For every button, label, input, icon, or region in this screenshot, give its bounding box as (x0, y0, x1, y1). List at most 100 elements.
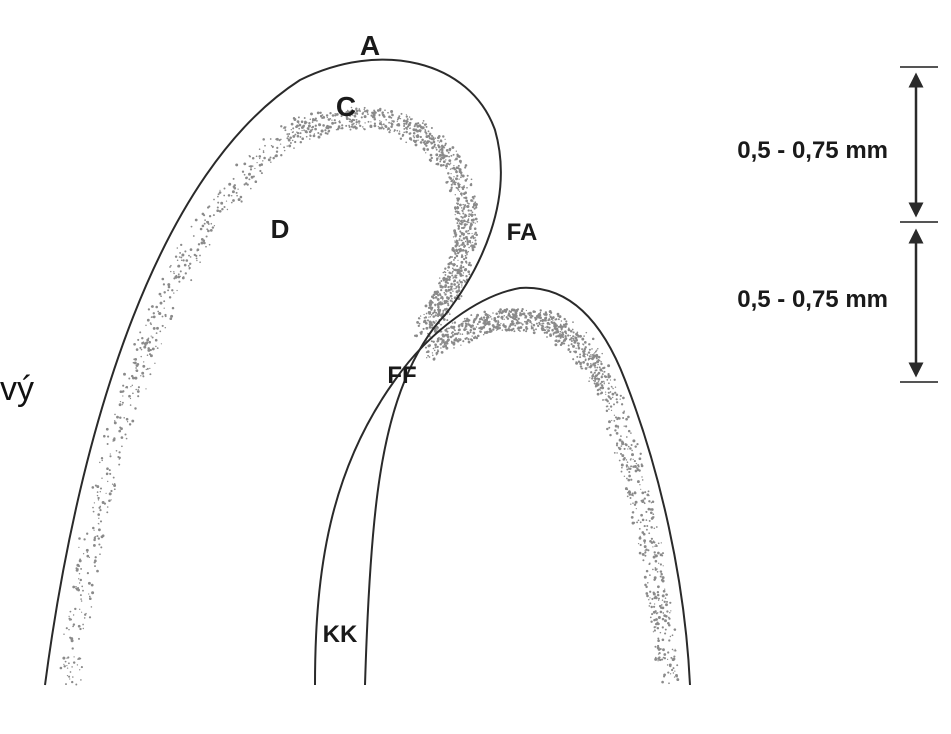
stipple-dot (668, 623, 671, 627)
stipple-dot (390, 110, 394, 113)
stipple-dot (72, 614, 75, 616)
stipple-dot (441, 297, 444, 300)
stipple-dot (630, 478, 633, 481)
stipple-dot (254, 167, 256, 170)
stipple-dot (81, 585, 84, 588)
stipple-dot (82, 627, 85, 630)
stipple-dot (622, 416, 625, 420)
stipple-dot (513, 317, 517, 321)
stipple-dot (596, 366, 599, 369)
stipple-dot (572, 331, 575, 334)
stipple-dot (79, 594, 82, 597)
stipple-dot (478, 327, 481, 330)
stipple-dot (463, 215, 467, 218)
stipple-dot (495, 320, 497, 323)
stipple-dot (462, 203, 464, 206)
stipple-dot (539, 309, 542, 312)
stipple-dot (627, 429, 631, 433)
stipple-dot (396, 120, 398, 122)
stipple-dot (75, 567, 78, 570)
stipple-dot (583, 335, 585, 337)
stipple-dot (466, 330, 468, 333)
stipple-dot (640, 488, 642, 490)
stipple-dot (449, 168, 452, 170)
stipple-dot (458, 239, 460, 242)
stipple-dot (484, 313, 488, 316)
stipple-dot (482, 333, 485, 336)
stipple-dot (411, 118, 414, 120)
stipple-dot (364, 122, 366, 124)
stipple-dot (430, 156, 433, 160)
stipple-dot (432, 296, 435, 300)
stipple-dot (456, 218, 459, 220)
stipple-dot (456, 251, 460, 255)
stipple-dot (651, 613, 654, 616)
stipple-dot (626, 468, 629, 471)
stipple-dot (637, 542, 640, 545)
stipple-dot (609, 391, 612, 393)
stipple-dot (453, 165, 455, 167)
right-fold-outer-contour (314, 286, 691, 686)
stipple-dot (189, 248, 193, 251)
stipple-dot (625, 459, 628, 461)
stipple-dot (92, 510, 95, 513)
stipple-dot (417, 139, 419, 141)
stipple-dot (403, 119, 406, 122)
stipple-dot (611, 386, 613, 388)
stipple-dot (171, 289, 174, 292)
stipple-dot (451, 256, 454, 258)
stipple-dot (573, 339, 576, 342)
stipple-dot (648, 605, 651, 607)
stipple-dot (581, 367, 584, 370)
stipple-dot (263, 156, 266, 160)
stipple-dot (423, 317, 426, 319)
stipple-dot (452, 178, 454, 180)
stipple-dot (116, 415, 119, 419)
stipple-dot (581, 348, 584, 351)
stipple-dot (618, 459, 621, 462)
stipple-dot (603, 383, 605, 385)
stipple-dot (444, 285, 447, 289)
stipple-dot (363, 110, 367, 113)
stipple-dot (349, 128, 352, 131)
stipple-dot (464, 337, 467, 340)
stipple-dot (296, 132, 300, 135)
stipple-dot (623, 410, 625, 412)
stipple-dot (587, 354, 589, 357)
stipple-dot (456, 154, 460, 158)
stipple-dot (660, 572, 663, 576)
stipple-dot (370, 121, 372, 123)
stipple-dot (503, 315, 505, 317)
stipple-dot (654, 657, 658, 661)
stipple-dot (241, 170, 245, 173)
stipple-dot (455, 166, 459, 169)
stipple-dot (160, 343, 163, 345)
stipple-dot (432, 140, 436, 144)
stipple-dot (155, 332, 158, 334)
stipple-dot (659, 553, 663, 557)
stipple-dot (549, 334, 553, 337)
stipple-dot (464, 280, 467, 283)
stipple-dot (438, 141, 441, 143)
stipple-dot (475, 326, 478, 328)
stipple-dot (436, 297, 440, 301)
stipple-dot (474, 222, 476, 224)
stipple-dot (280, 154, 283, 157)
stipple-dot (329, 125, 332, 129)
stipple-dot (541, 327, 544, 329)
stipple-dot (520, 322, 523, 324)
stipple-dot (535, 322, 538, 325)
stipple-dot (435, 153, 438, 156)
stipple-dot (424, 346, 428, 349)
stipple-dot (618, 447, 622, 451)
stipple-dot (352, 114, 354, 116)
stipple-dot (625, 436, 628, 438)
stipple-dot (472, 244, 474, 247)
stipple-dot (464, 191, 467, 194)
stipple-dot (275, 138, 278, 141)
stipple-dot (502, 324, 505, 327)
stipple-dot (458, 190, 461, 193)
stipple-dot (526, 322, 529, 325)
stipple-dot (583, 341, 587, 344)
stipple-dot (464, 322, 468, 325)
